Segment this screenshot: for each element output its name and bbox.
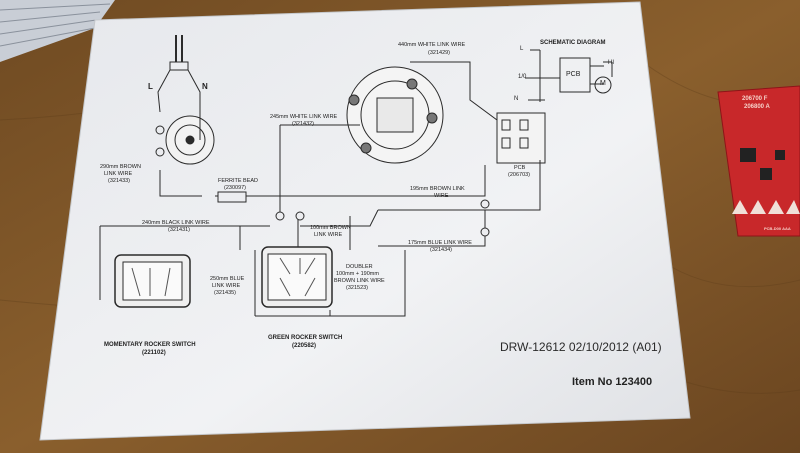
doubler-label-3: BROWN LINK WIRE bbox=[334, 278, 385, 284]
brown-link-195-label-2: WIRE bbox=[434, 193, 449, 199]
neutral-label: N bbox=[202, 82, 208, 91]
black-link-240-code: (321431) bbox=[168, 227, 191, 233]
live-label: L bbox=[148, 82, 153, 91]
doubler-label-2: 100mm + 190mm bbox=[336, 271, 379, 277]
schematic-switch-label: 1/0 bbox=[518, 74, 527, 80]
notebook bbox=[0, 0, 115, 62]
momentary-switch-code: (221102) bbox=[142, 350, 166, 356]
schematic-hi-label: HI bbox=[608, 60, 614, 66]
blue-link-175-code: (321434) bbox=[430, 247, 453, 253]
board-text-2: 206800 A bbox=[744, 104, 770, 110]
white-link-440-code: (321429) bbox=[428, 50, 451, 56]
schematic-motor-label: M bbox=[600, 80, 606, 87]
schematic-n-label: N bbox=[514, 96, 519, 102]
doubler-code: (321523) bbox=[346, 285, 369, 291]
brown-link-100-label: 100mm BROWN bbox=[310, 225, 351, 231]
brown-link-100-label-2: LINK WIRE bbox=[314, 232, 343, 238]
green-switch-label: GREEN ROCKER SWITCH bbox=[268, 335, 343, 341]
brown-link-290-label-2: LINK WIRE bbox=[104, 171, 133, 177]
white-link-245-label: 245mm WHITE LINK WIRE bbox=[270, 114, 338, 120]
momentary-switch-label: MOMENTARY ROCKER SWITCH bbox=[104, 342, 196, 348]
blue-link-250-label: 250mm BLUE bbox=[210, 276, 245, 282]
red-circuit-board bbox=[717, 85, 800, 237]
board-text-1: 206700 F bbox=[742, 96, 768, 102]
schematic-title: SCHEMATIC DIAGRAM bbox=[540, 40, 606, 46]
drawing-number: DRW-12612 02/10/2012 (A01) bbox=[500, 340, 662, 354]
ferrite-bead-code: (230097) bbox=[224, 185, 247, 191]
doubler-label: DOUBLER bbox=[346, 264, 373, 270]
blue-link-250-code: (321435) bbox=[214, 290, 237, 296]
blue-link-250-label-2: LINK WIRE bbox=[212, 283, 241, 289]
blue-link-175-label: 175mm BLUE LINK WIRE bbox=[408, 240, 472, 246]
schematic-pcb-label: PCB bbox=[566, 71, 581, 78]
item-number: Item No 123400 bbox=[572, 376, 653, 388]
paper-sheet bbox=[39, 1, 691, 441]
black-link-240-label: 240mm BLACK LINK WIRE bbox=[142, 220, 210, 226]
pcb-code: (206703) bbox=[508, 172, 531, 178]
pcb-label: PCB bbox=[514, 165, 526, 171]
white-link-245-code: (321432) bbox=[292, 121, 315, 127]
white-link-440-label: 440mm WHITE LINK WIRE bbox=[398, 42, 466, 48]
schematic-l-label: L bbox=[520, 46, 524, 52]
brown-link-290-code: (321433) bbox=[108, 178, 131, 184]
board-text-3: PCB-D00 AAA bbox=[764, 226, 791, 231]
green-switch-code: (220582) bbox=[292, 343, 317, 349]
brown-link-195-label: 195mm BROWN LINK bbox=[410, 186, 465, 192]
wiring-diagram bbox=[99, 35, 613, 317]
brown-link-290-label: 290mm BROWN bbox=[100, 164, 141, 170]
ferrite-bead-label: FERRITE BEAD bbox=[218, 178, 259, 184]
